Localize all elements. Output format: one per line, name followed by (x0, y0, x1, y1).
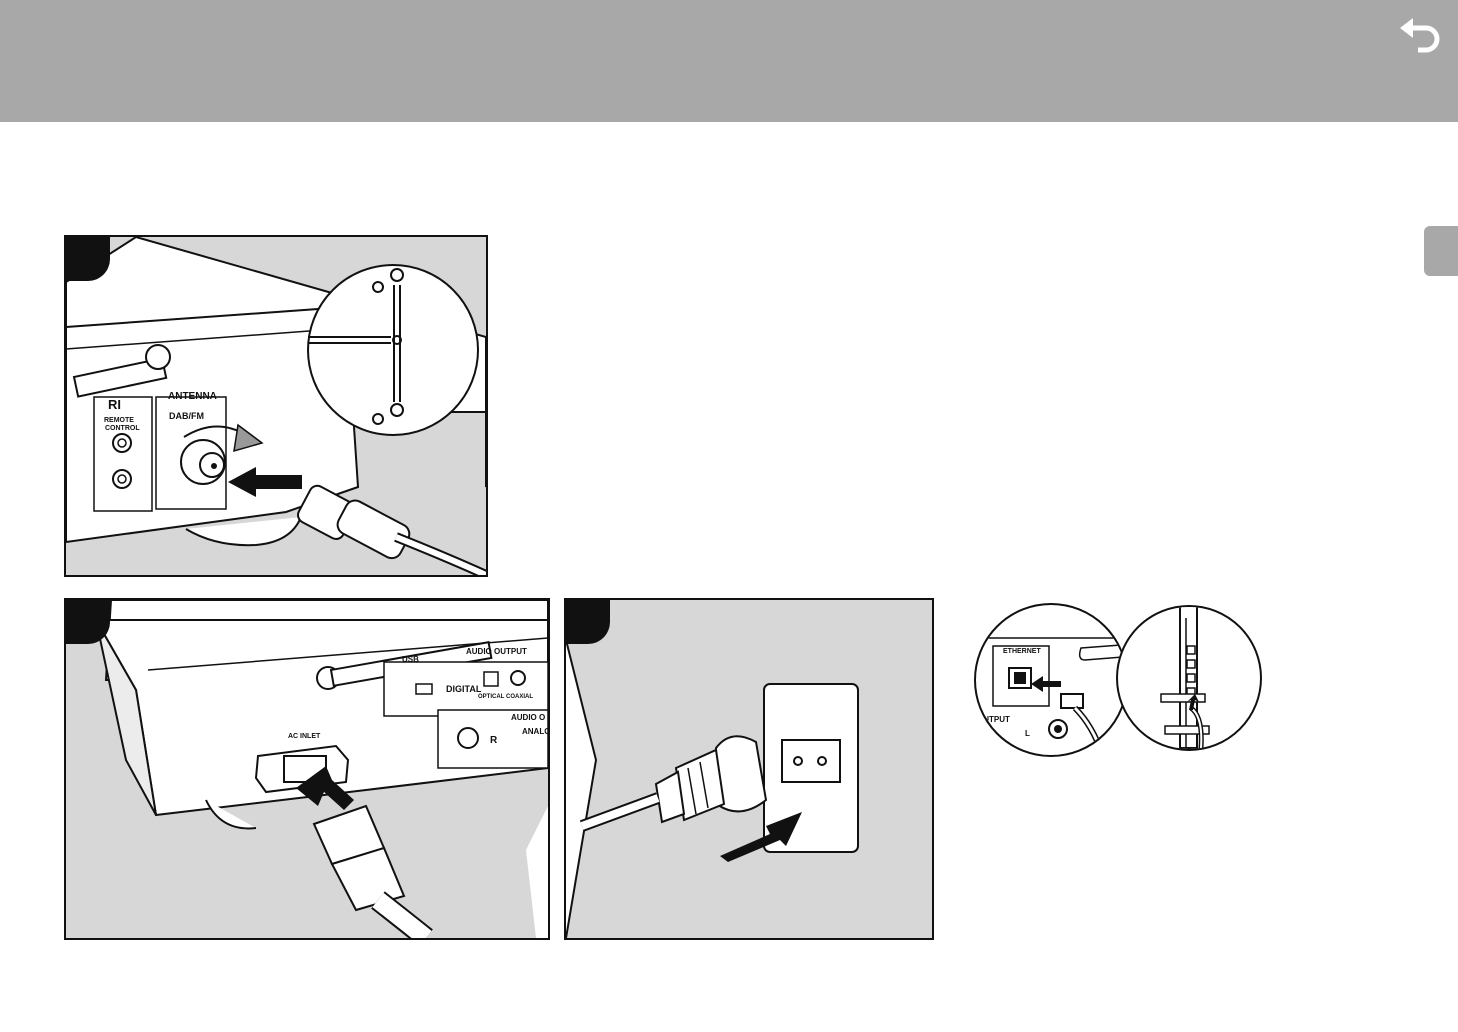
optical-port (484, 672, 498, 686)
power-plug (314, 806, 426, 938)
schuko-plug (582, 736, 766, 826)
coaxial-port (511, 671, 525, 685)
usb-port (416, 684, 432, 694)
analog-r-jack (458, 728, 478, 748)
ri-logo: RI (108, 397, 121, 412)
optical-label: OPTICAL (478, 694, 505, 700)
socket (782, 740, 840, 782)
wall-outlet-diagram (566, 600, 932, 938)
antenna-diagram: RI REMOTE CONTROL ANTENNA DAB/FM (66, 237, 486, 575)
antenna-illustration: RI REMOTE CONTROL ANTENNA DAB/FM (64, 235, 488, 577)
step-marker-1 (66, 237, 110, 281)
audio-output-label: AUDIO OUTPUT (466, 647, 527, 656)
analo-label: ANALO (522, 727, 548, 736)
return-arrow-icon[interactable] (1396, 14, 1444, 62)
usb-label: USB (402, 655, 419, 664)
l-label: L (1025, 729, 1030, 738)
ac-inlet-diagram: USB AUDIO OUTPUT DIGITAL OPTICAL COAXIAL… (66, 600, 548, 938)
push-arrow-icon (720, 812, 802, 862)
ethernet-label: ETHERNET (1003, 648, 1041, 655)
page-header (0, 0, 1458, 122)
dab-fm-label: DAB/FM (169, 411, 204, 421)
wall-outlet-illustration (564, 598, 934, 940)
remote-label-1: REMOTE (104, 417, 134, 424)
ac-inlet-illustration: USB AUDIO OUTPUT DIGITAL OPTICAL COAXIAL… (64, 598, 550, 940)
r-label: R (490, 735, 498, 746)
step-marker-2 (66, 600, 110, 644)
lan-plug (1061, 694, 1083, 708)
ac-inlet-label: AC INLET (288, 733, 321, 740)
step-marker-3 (566, 600, 610, 644)
language-tab[interactable] (1424, 226, 1458, 276)
remote-label-2: CONTROL (105, 425, 140, 432)
digital-label: DIGITAL (446, 684, 482, 694)
output-label: OUTPUT (977, 715, 1010, 724)
audio-o-label: AUDIO O (511, 713, 545, 722)
coaxial-label: COAXIAL (506, 694, 533, 700)
antenna-label: ANTENNA (168, 391, 217, 402)
antenna-plug (295, 483, 486, 575)
ethernet-illustration: ETHERNET OUTPUT L (965, 598, 1265, 763)
